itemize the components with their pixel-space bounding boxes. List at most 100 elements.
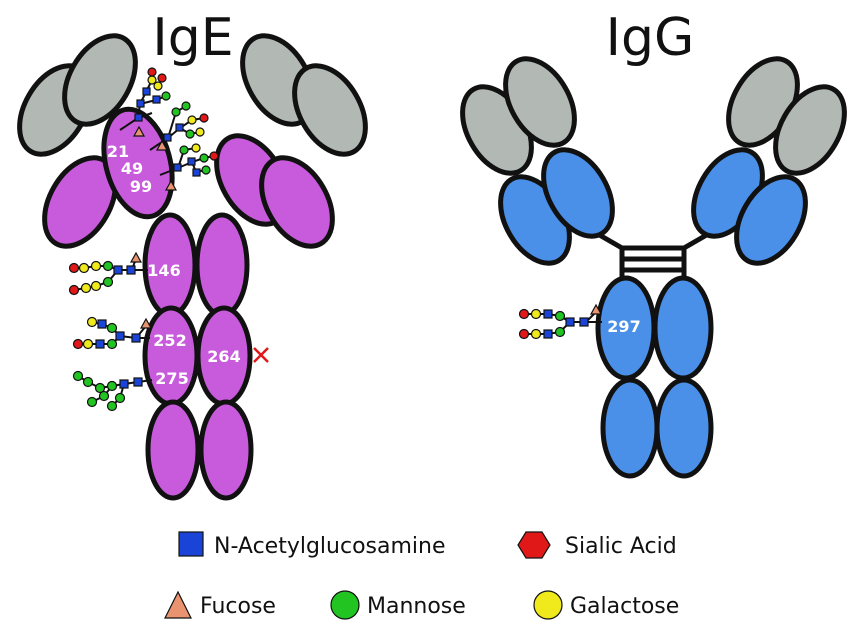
site-label-264: 264 xyxy=(207,347,240,366)
fucose-icon xyxy=(164,179,178,191)
galactose-icon xyxy=(533,590,563,620)
site-label-49: 49 xyxy=(121,159,143,178)
mannose-icon xyxy=(98,390,110,402)
mannose-icon xyxy=(114,392,126,404)
glcnac-icon xyxy=(187,157,196,166)
mannose-icon xyxy=(106,400,118,412)
sialic-acid-icon xyxy=(518,328,530,340)
ige-glycans xyxy=(68,67,219,412)
fucose-icon xyxy=(589,303,603,315)
mannose-icon xyxy=(330,590,360,620)
mannose-icon xyxy=(106,322,118,334)
mannose-icon xyxy=(161,91,171,101)
glycan-site-49 xyxy=(149,101,209,151)
sialic-acid-icon xyxy=(209,151,219,161)
mannose-icon xyxy=(199,153,209,163)
legend-item-glcnac: N-Acetylglucosamine xyxy=(178,531,446,559)
mannose-icon xyxy=(106,338,118,350)
fucose-icon xyxy=(132,125,146,137)
igg-ch2-right xyxy=(652,275,714,381)
fucose-icon xyxy=(155,139,169,151)
galactose-icon xyxy=(90,280,102,292)
legend-item-sialic: Sialic Acid xyxy=(517,531,677,559)
legend-item-fucose: Fucose xyxy=(164,590,276,619)
mannose-icon xyxy=(94,382,106,394)
glcnac-icon xyxy=(142,87,151,96)
glcnac-icon xyxy=(565,317,575,327)
mannose-icon xyxy=(554,310,566,322)
sialic-acid-icon xyxy=(517,531,551,559)
ige-fab-outer-right xyxy=(259,155,335,249)
mannose-icon xyxy=(82,376,94,388)
fucose-icon xyxy=(164,590,192,619)
glcnac-icon xyxy=(163,133,172,142)
galactose-icon xyxy=(530,328,542,340)
igg-fab-outer-right xyxy=(734,174,808,266)
galactose-icon xyxy=(78,262,90,274)
galactose-icon xyxy=(195,127,205,137)
glcnac-icon xyxy=(175,123,184,132)
mannose-icon xyxy=(102,260,114,272)
legend: N-Acetylglucosamine Sialic Acid Fucose M… xyxy=(164,531,679,620)
glcnac-icon xyxy=(126,265,136,275)
glcnac-icon xyxy=(178,531,204,557)
mannose-icon xyxy=(179,145,189,155)
igg-ch3-left xyxy=(600,377,660,479)
ige-molecule xyxy=(17,33,368,501)
ige-ce2-right xyxy=(194,212,250,318)
glycan-site-275 xyxy=(72,370,153,412)
glcnac-icon xyxy=(131,333,141,343)
glcnac-icon xyxy=(579,317,589,327)
glycan-site-146 xyxy=(68,251,148,296)
galactose-icon xyxy=(530,308,542,320)
glcnac-icon xyxy=(543,309,553,319)
site-label-252: 252 xyxy=(153,331,186,350)
glcnac-icon xyxy=(97,319,107,329)
glycan-site-252 xyxy=(72,316,153,350)
igg-light-chain-left-inner xyxy=(503,56,577,148)
legend-item-galactose: Galactose xyxy=(533,590,679,620)
glcnac-icon xyxy=(152,95,161,104)
ige-site-labels: 21 49 99 146 252 264 275 xyxy=(107,142,241,388)
glcnac-icon xyxy=(113,265,123,275)
sialic-acid-icon xyxy=(68,284,80,296)
igg-fab-inner-left xyxy=(541,147,615,239)
glcnac-icon xyxy=(115,331,125,341)
legend-label-mannose: Mannose xyxy=(367,594,466,619)
mannose-icon xyxy=(201,165,211,175)
ige-ce3-left xyxy=(142,305,200,407)
legend-label-galactose: Galactose xyxy=(570,594,679,619)
glycan-site-297 xyxy=(518,303,603,340)
glycan-site-21 xyxy=(119,67,171,137)
site-label-99: 99 xyxy=(130,177,152,196)
site-label-275: 275 xyxy=(155,369,188,388)
ige-light-chain-left-inner xyxy=(62,33,138,127)
mannose-icon xyxy=(185,129,195,139)
glcnac-icon xyxy=(543,329,553,339)
galactose-icon xyxy=(90,260,102,272)
glcnac-icon xyxy=(133,377,143,387)
site-label-297: 297 xyxy=(607,317,640,336)
glcnac-icon xyxy=(134,113,143,122)
galactose-icon xyxy=(191,143,201,153)
igg-title: IgG xyxy=(606,8,695,68)
galactose-icon xyxy=(82,338,94,350)
sialic-acid-icon xyxy=(199,113,209,123)
fucose-icon xyxy=(139,317,153,329)
mannose-icon xyxy=(102,276,114,288)
legend-label-fucose: Fucose xyxy=(200,594,276,619)
sialic-acid-icon xyxy=(72,338,84,350)
ige-light-chain-right-outer xyxy=(292,63,368,157)
igg-ch3-right xyxy=(654,377,714,479)
mannose-icon xyxy=(72,370,84,382)
galactose-icon xyxy=(153,81,163,91)
igg-light-chain-right-outer xyxy=(773,84,847,176)
glcnac-icon xyxy=(119,379,129,389)
sialic-acid-icon xyxy=(147,67,157,77)
sialic-acid-icon xyxy=(157,73,167,83)
legend-item-mannose: Mannose xyxy=(330,590,466,620)
glcnac-icon xyxy=(95,339,105,349)
galactose-icon xyxy=(80,282,92,294)
ige-ce4-right xyxy=(198,399,254,501)
